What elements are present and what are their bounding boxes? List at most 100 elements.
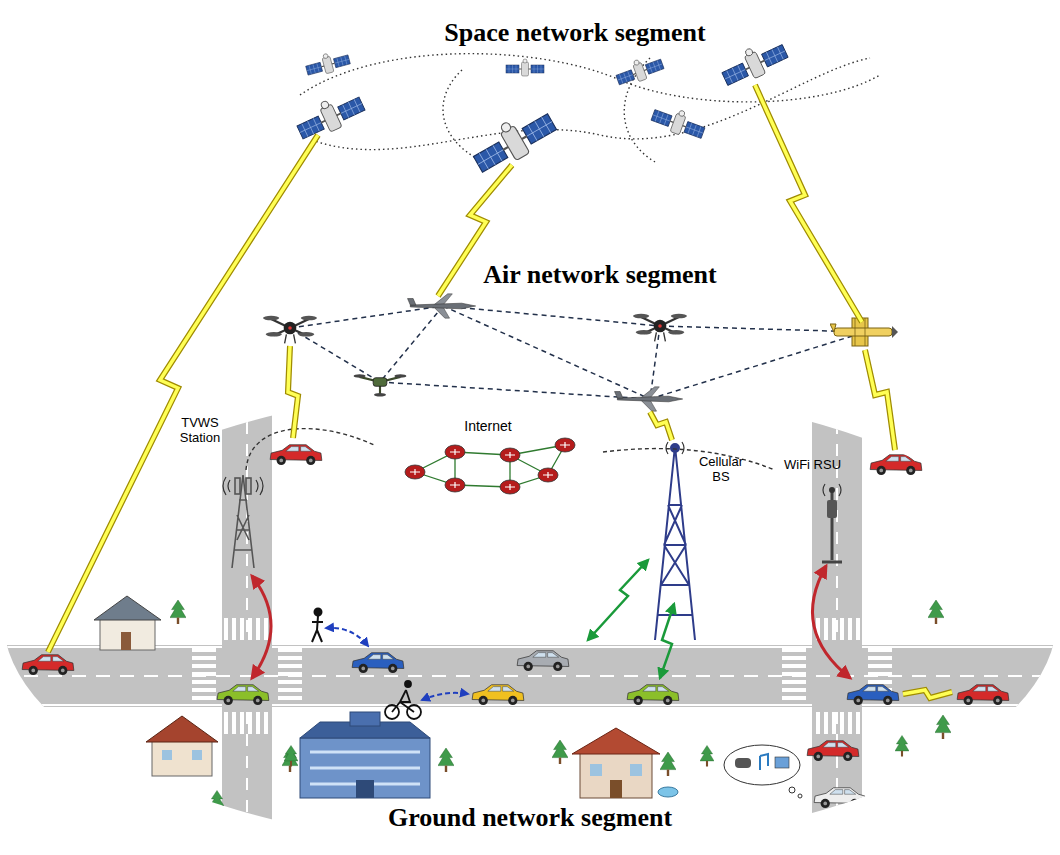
orbit-paths <box>300 54 880 162</box>
wireless-links <box>865 350 895 450</box>
space-segment-ellipse: Space network segment <box>290 5 890 175</box>
pedestrian <box>315 609 322 616</box>
wifi-rsu <box>822 484 842 562</box>
v2x-arrows <box>660 604 674 678</box>
roads <box>247 400 837 855</box>
roads <box>224 618 270 640</box>
entertainment-bubble <box>735 758 751 768</box>
cars <box>807 741 859 761</box>
entertainment-bubble <box>789 787 795 793</box>
entertainment-bubble <box>775 757 789 768</box>
segment-outline <box>136 244 934 439</box>
orbit-paths <box>443 70 480 160</box>
roads <box>782 648 806 704</box>
wireless-links <box>755 85 862 322</box>
buildings <box>356 780 374 798</box>
wifi-rsu <box>827 500 837 518</box>
v2x-arrows <box>813 566 851 678</box>
satellites <box>506 59 544 76</box>
tvws-station-tower <box>246 478 251 494</box>
trees <box>935 715 951 739</box>
orbit-paths <box>312 58 870 150</box>
satellites <box>304 48 351 78</box>
air-segment-ellipse: Air network segment <box>135 243 935 440</box>
air-mesh-links <box>443 306 650 399</box>
orbit-paths <box>300 54 880 102</box>
label-anchor: Cellular BS <box>690 455 752 485</box>
cellular-bs-tower <box>666 442 684 454</box>
segment-outline <box>2 385 1058 850</box>
routers <box>405 438 575 494</box>
cellular-bs-tower <box>655 442 695 640</box>
v2x-arrows <box>326 628 368 646</box>
entertainment-bubble <box>724 745 800 785</box>
cars <box>472 685 524 705</box>
station-label: WiFi RSU <box>784 458 841 473</box>
aerial-vehicles <box>354 374 407 396</box>
buildings <box>590 764 602 776</box>
aerial-vehicles <box>615 387 683 411</box>
air-mesh-links <box>380 306 443 382</box>
cars <box>352 653 404 673</box>
buildings <box>300 738 430 798</box>
segment-outline <box>3 386 1057 849</box>
cars <box>517 651 569 671</box>
v2x-arrows <box>588 560 648 640</box>
buildings <box>94 596 678 798</box>
routers <box>410 442 570 490</box>
trees <box>552 740 568 764</box>
wireless-links <box>650 412 672 440</box>
ground-scene <box>0 400 1060 855</box>
v2x-arrows <box>252 576 271 678</box>
cyclist <box>405 681 411 687</box>
tvws-station-tower <box>223 475 263 568</box>
cyclist <box>392 690 414 712</box>
wireless-links <box>865 350 895 450</box>
buildings <box>121 632 131 650</box>
roads <box>224 712 270 734</box>
satellites <box>292 87 367 144</box>
wireless-links <box>903 690 952 698</box>
buildings <box>580 752 652 798</box>
label-anchor: TVWS Station <box>172 416 228 446</box>
wireless-links <box>48 85 952 698</box>
segment-title: Space network segment <box>444 18 705 48</box>
cars <box>217 685 269 705</box>
wireless-links <box>755 85 862 322</box>
trees <box>284 746 298 767</box>
routers <box>415 445 565 487</box>
cyclist <box>385 681 421 719</box>
trees <box>895 736 909 757</box>
buildings <box>658 787 678 797</box>
roads <box>0 675 1060 677</box>
routers <box>410 442 570 490</box>
buildings <box>162 750 172 760</box>
cars <box>627 685 679 705</box>
cars <box>22 445 1009 808</box>
tvws-station-tower <box>235 478 240 494</box>
cars <box>957 685 1009 705</box>
buildings <box>630 764 642 776</box>
wireless-links <box>288 346 298 438</box>
label-anchor: WiFi RSU <box>784 458 841 473</box>
station-label: Cellular BS <box>690 455 752 485</box>
roads <box>814 712 860 734</box>
cloud-label: Internet <box>464 418 511 434</box>
aerial-vehicles <box>263 316 317 343</box>
buildings <box>310 752 420 784</box>
wireless-links <box>48 135 318 652</box>
segment-title: Ground network segment <box>388 803 672 833</box>
cars <box>270 445 322 465</box>
wired-links <box>603 449 775 470</box>
aerial-vehicles <box>633 314 687 341</box>
tvws-station-tower <box>223 477 263 495</box>
wifi-rsu <box>822 561 842 564</box>
segment-outline <box>291 6 889 174</box>
cars <box>814 788 866 808</box>
satellites <box>292 35 790 178</box>
trees <box>438 748 454 772</box>
roads <box>0 645 1060 707</box>
roads <box>0 400 1060 855</box>
tvws-station-tower <box>232 475 254 568</box>
